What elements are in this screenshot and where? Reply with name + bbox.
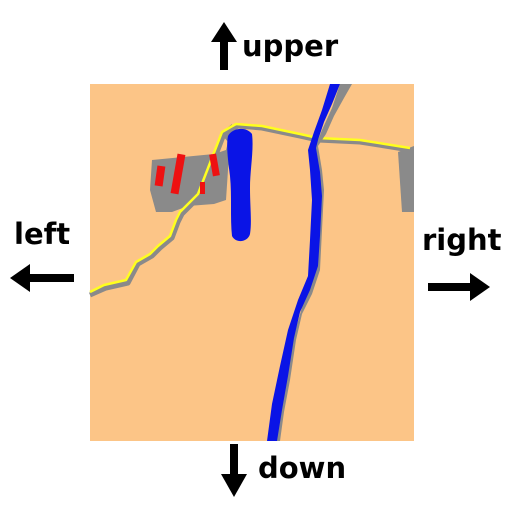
water-river (267, 84, 340, 441)
river-shadow (274, 84, 352, 441)
direction-label-upper: upper (242, 29, 339, 63)
building (209, 153, 220, 177)
water-pond (227, 128, 253, 242)
direction-label-left: left (14, 217, 71, 251)
built-area (150, 124, 232, 212)
building (154, 165, 166, 187)
direction-label-right: right (422, 223, 502, 257)
road (88, 123, 411, 298)
arrow-right-icon (428, 273, 490, 301)
arrow-down-icon (221, 444, 247, 497)
arrow-up-icon (211, 22, 237, 70)
arrow-left-icon (10, 264, 74, 292)
direction-label-down: down (258, 451, 347, 485)
building (200, 182, 205, 194)
built-area-east (398, 146, 414, 212)
building (170, 153, 186, 195)
trail (89, 122, 411, 294)
